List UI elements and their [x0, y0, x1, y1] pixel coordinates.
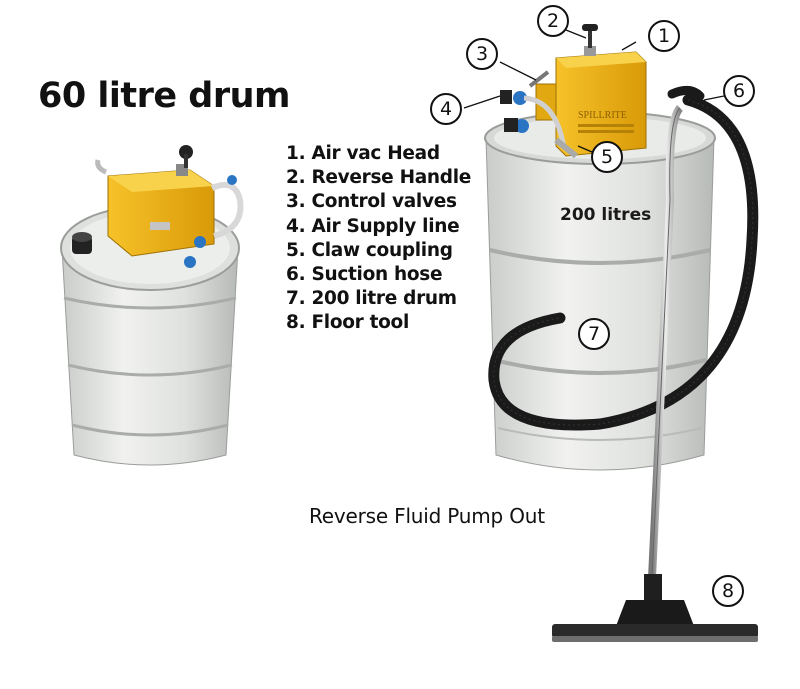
parts-list-item: 2. Reverse Handle [286, 167, 472, 189]
figure-caption: Reverse Fluid Pump Out [309, 504, 545, 528]
callout-5: 5 [591, 141, 623, 173]
callout-7: 7 [578, 318, 610, 350]
callout-4: 4 [430, 93, 462, 125]
parts-list-item: 3. Control valves [286, 191, 457, 213]
drum-capacity-label: 200 litres [560, 205, 652, 225]
callout-1: 1 [648, 20, 680, 52]
callout-2: 2 [537, 5, 569, 37]
callout-3: 3 [466, 38, 498, 70]
drum-size-heading: 60 litre drum [38, 76, 291, 116]
callout-leaders [463, 29, 725, 153]
small-vac-head [95, 145, 244, 268]
callout-6: 6 [723, 75, 755, 107]
parts-list-item: 7. 200 litre drum [286, 288, 457, 310]
parts-list-item: 5. Claw coupling [286, 239, 453, 261]
callout-8: 8 [712, 575, 744, 607]
parts-list-item: 4. Air Supply line [286, 215, 460, 237]
brand-label: SPILLRITE [578, 110, 627, 121]
floor-tool [552, 105, 758, 642]
parts-list: 1. Air vac Head 2. Reverse Handle 3. Con… [286, 142, 471, 336]
parts-list-item: 1. Air vac Head [286, 143, 440, 164]
parts-list-item: 8. Floor tool [286, 312, 410, 334]
parts-list-item: 6. Suction hose [286, 264, 443, 286]
large-vac-head: SPILLRITE [500, 24, 647, 159]
